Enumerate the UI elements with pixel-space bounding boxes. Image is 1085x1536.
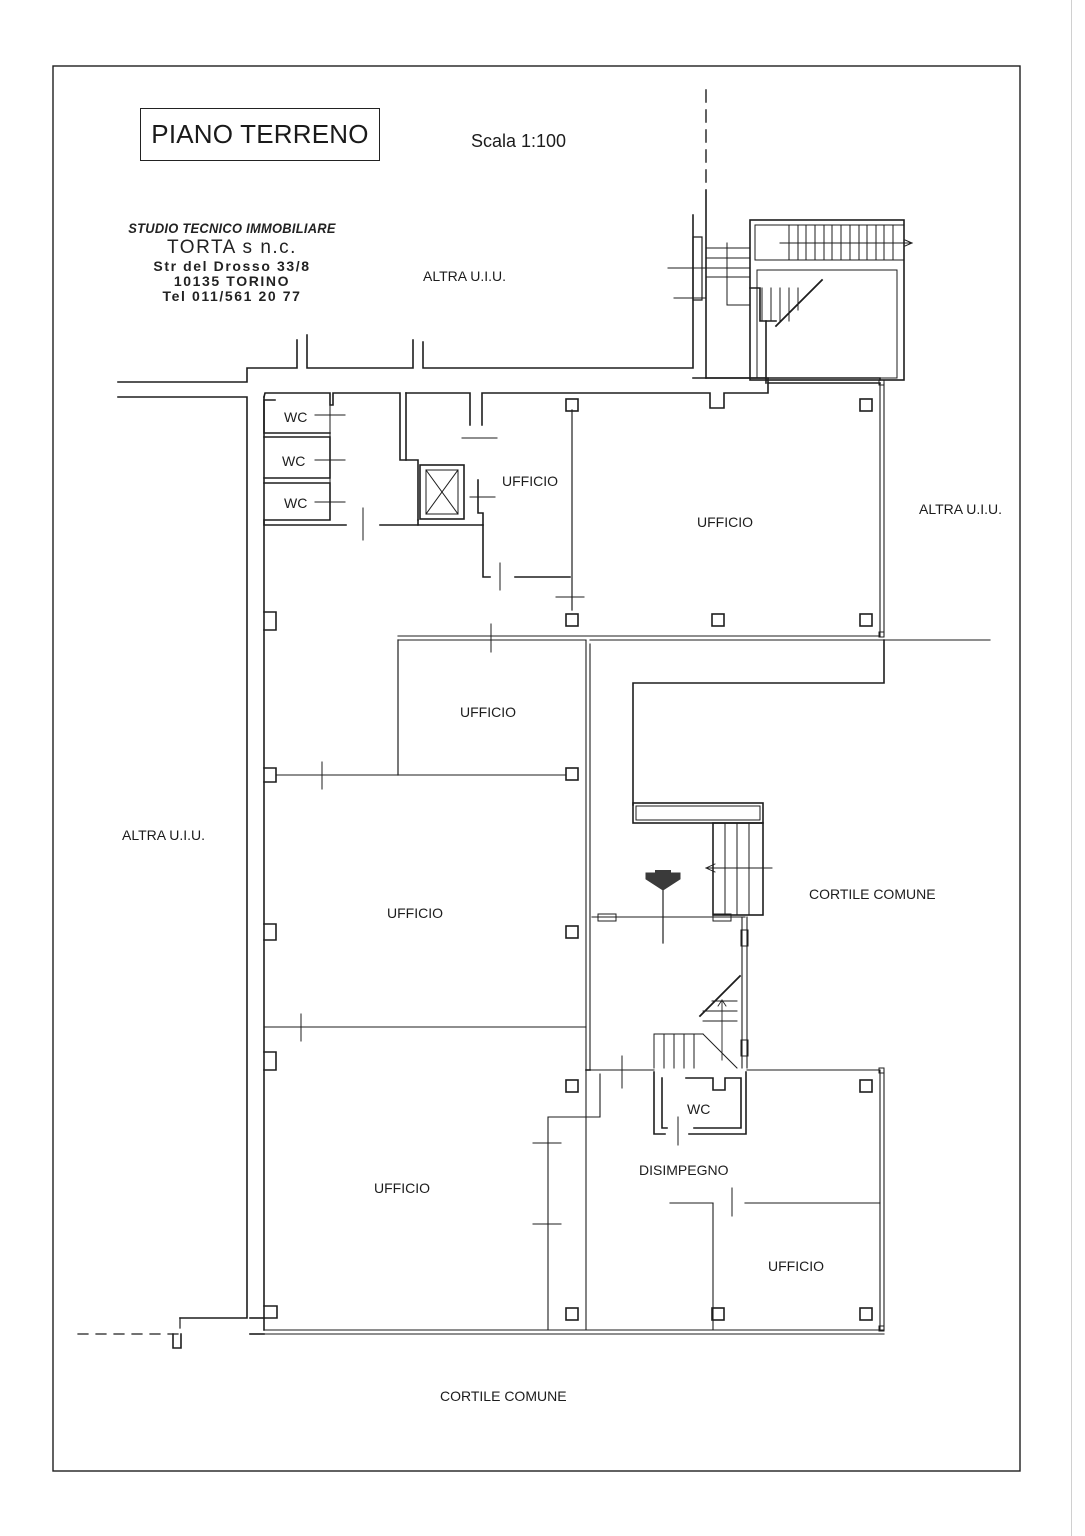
label-altra-uiu-left: ALTRA U.I.U. xyxy=(122,827,205,843)
floor-title-box: PIANO TERRENO xyxy=(140,108,380,161)
room-label-ufficio-left-mid: UFFICIO xyxy=(387,905,443,921)
label-altra-uiu-top: ALTRA U.I.U. xyxy=(423,268,506,284)
room-label-ufficio-large-top: UFFICIO xyxy=(697,514,753,530)
room-label-wc-3: WC xyxy=(284,495,308,511)
room-label-disimpegno: DISIMPEGNO xyxy=(639,1162,729,1178)
room-label-ufficio-bottom-right: UFFICIO xyxy=(768,1258,824,1274)
room-label-wc-4: WC xyxy=(687,1101,711,1117)
room-label-ufficio-mid: UFFICIO xyxy=(460,704,516,720)
label-cortile-comune-right: CORTILE COMUNE xyxy=(809,886,936,902)
entrance-arrow-icon xyxy=(645,872,681,891)
drawing-frame xyxy=(52,65,1021,1472)
label-altra-uiu-right: ALTRA U.I.U. xyxy=(919,501,1002,517)
floor-title: PIANO TERRENO xyxy=(151,119,369,149)
studio-city: 10135 TORINO xyxy=(173,273,291,289)
studio-stamp: STUDIO TECNICO IMMOBILIARE TORTA s n.c. … xyxy=(112,220,352,304)
label-cortile-comune-bottom: CORTILE COMUNE xyxy=(440,1388,567,1404)
room-label-ufficio-left-bottom: UFFICIO xyxy=(374,1180,430,1196)
studio-company: TORTA s n.c. xyxy=(167,237,297,258)
studio-phone: Tel 011/561 20 77 xyxy=(162,288,302,304)
studio-address: Str del Drosso 33/8 xyxy=(153,258,311,274)
scale-label: Scala 1:100 xyxy=(471,131,567,151)
room-label-ufficio-small-top: UFFICIO xyxy=(502,473,558,489)
studio-name: STUDIO TECNICO IMMOBILIARE xyxy=(128,220,336,236)
room-label-wc-2: WC xyxy=(282,453,306,469)
room-label-wc-1: WC xyxy=(284,409,308,425)
page-edge-line xyxy=(1071,0,1072,1536)
